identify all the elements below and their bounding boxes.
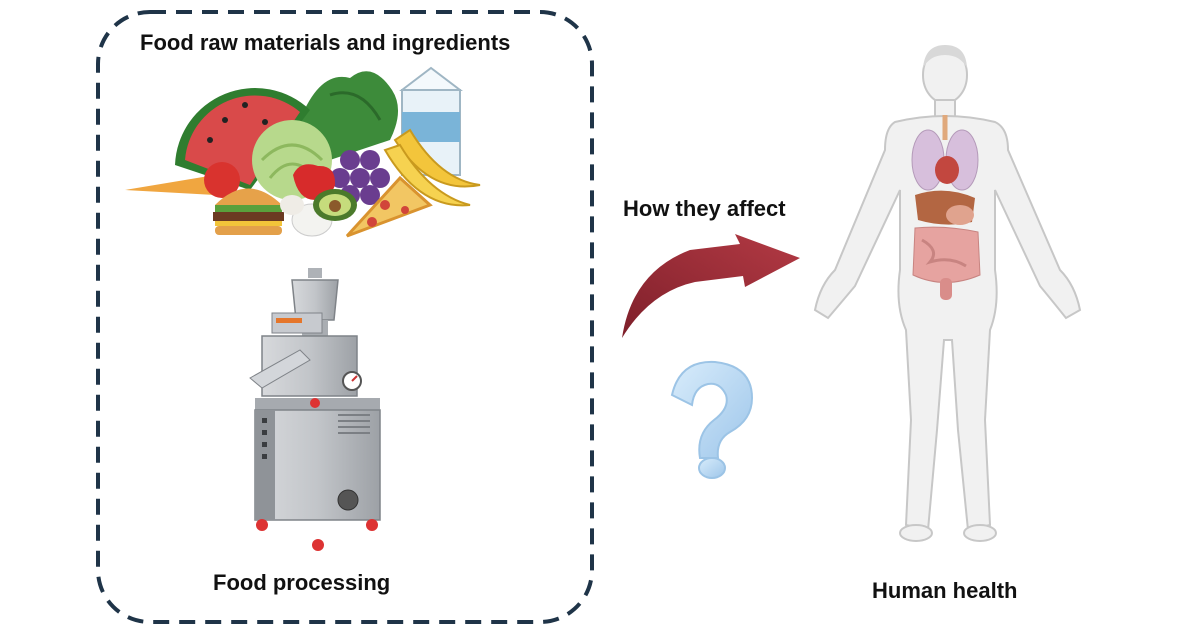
raw-materials-label: Food raw materials and ingredients (140, 30, 511, 55)
food-processing-machine-icon (249, 268, 381, 551)
human-body-icon (813, 45, 1082, 542)
group-frame (96, 10, 594, 624)
burger-icon (213, 188, 284, 235)
question-mark-icon (670, 360, 754, 479)
how-they-affect-label: How they affect (623, 196, 786, 221)
curved-arrow-icon (622, 234, 800, 338)
food-processing-label: Food processing (213, 570, 391, 595)
organs-icon (911, 115, 981, 300)
human-health-label: Human health (872, 578, 1018, 603)
food-group-icon (125, 66, 481, 238)
